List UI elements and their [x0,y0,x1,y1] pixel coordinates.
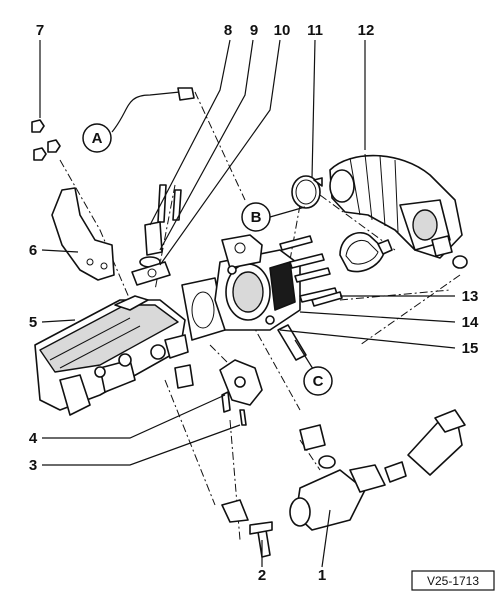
part-label-14: 14 [462,314,479,331]
support-bracket [51,187,115,281]
intake-manifold [34,295,189,416]
part-label-9: 9 [250,22,258,39]
idle-valve-pin [277,324,307,361]
part-label-13: 13 [462,288,479,305]
part-label-15: 15 [462,340,479,357]
part-label-12: 12 [358,22,375,39]
part-label-1: 1 [318,567,326,584]
part-label-6: 6 [29,242,37,259]
sensor-group [131,184,182,286]
part-label-3: 3 [29,457,37,474]
seal-ring [339,231,393,273]
assembly-lines [59,91,461,541]
leader-lines [39,39,456,568]
callout-a: A [82,123,112,153]
throttle-body [214,234,301,331]
callout-c: C [303,366,333,396]
part-label-4: 4 [29,430,38,447]
part-label-7: 7 [36,22,44,39]
reference-code-box: V25-1713 [411,570,495,591]
part-label-11: 11 [307,22,323,39]
nut-7 [31,119,61,161]
callout-c-label: C [313,373,324,390]
screws-13 [279,235,343,307]
part-label-2: 2 [258,567,266,584]
hose-clip-11 [291,175,323,209]
part-number-labels: 7 8 9 10 11 12 6 5 13 14 15 4 3 2 1 [29,22,479,584]
intake-duct [329,153,468,269]
callout-b-label: B [251,209,262,226]
lower-bracket [174,359,263,426]
reference-code: V25-1713 [427,574,479,588]
callout-b: B [241,202,271,232]
vacuum-hose [111,87,195,133]
callout-a-label: A [92,130,103,147]
part-label-5: 5 [29,314,37,331]
lower-hose-assembly [221,409,466,558]
part-label-10: 10 [274,22,291,39]
part-label-8: 8 [224,22,232,39]
